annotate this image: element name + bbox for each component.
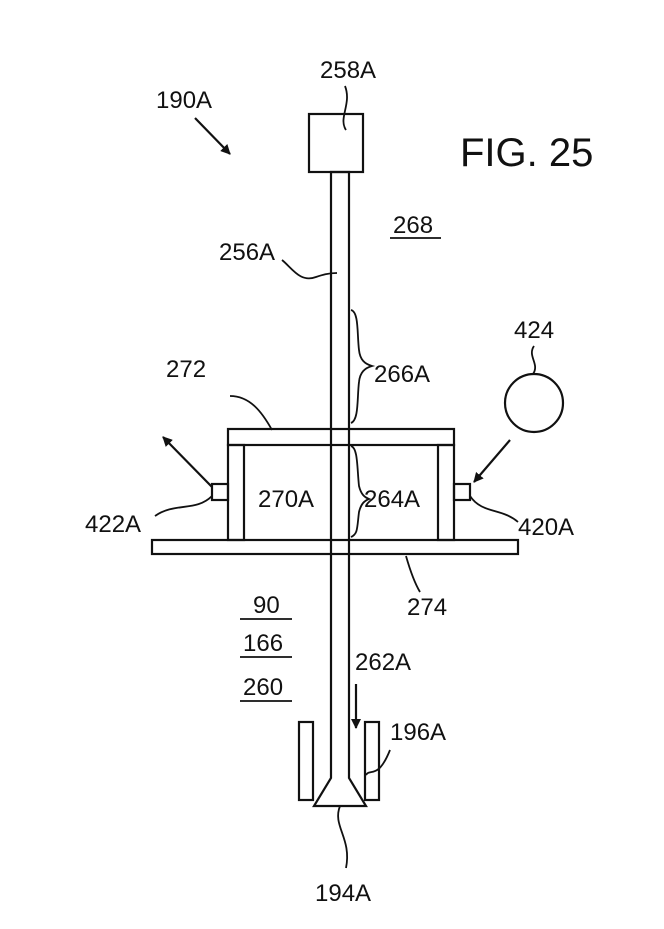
shaft-256A [312,170,368,808]
label-262A: 262A [355,649,411,676]
leader-lines [154,85,537,869]
port-422A [210,482,230,502]
label-266A: 266A [374,361,430,388]
flow-arrow-out-422A [162,436,213,488]
label-264A: 264A [364,486,420,513]
label-274: 274 [407,594,447,621]
figure-title: FIG. 25 [460,131,593,175]
label-422A: 422A [85,511,141,538]
flow-arrow-in-420A [473,439,511,483]
tube-196A [297,720,381,802]
label-268: 268 [393,212,433,239]
label-420A: 420A [518,514,574,541]
label-underlines [240,237,441,702]
label-272: 272 [166,356,206,383]
label-194A: 194A [315,880,371,907]
label-260: 260 [243,674,283,701]
label-424: 424 [514,317,554,344]
direction-arrow-190A [194,117,231,155]
label-166: 166 [243,630,283,657]
source-424 [503,372,565,434]
housing-272 [226,427,456,542]
base-plate-274 [150,538,520,556]
label-258A: 258A [320,57,376,84]
actuator-block-258A [307,112,365,174]
label-256A: 256A [219,239,275,266]
label-190A: 190A [156,87,212,114]
label-270A: 270A [258,486,314,513]
label-196A: 196A [390,719,446,746]
label-90: 90 [253,592,280,619]
port-420A [452,482,472,502]
